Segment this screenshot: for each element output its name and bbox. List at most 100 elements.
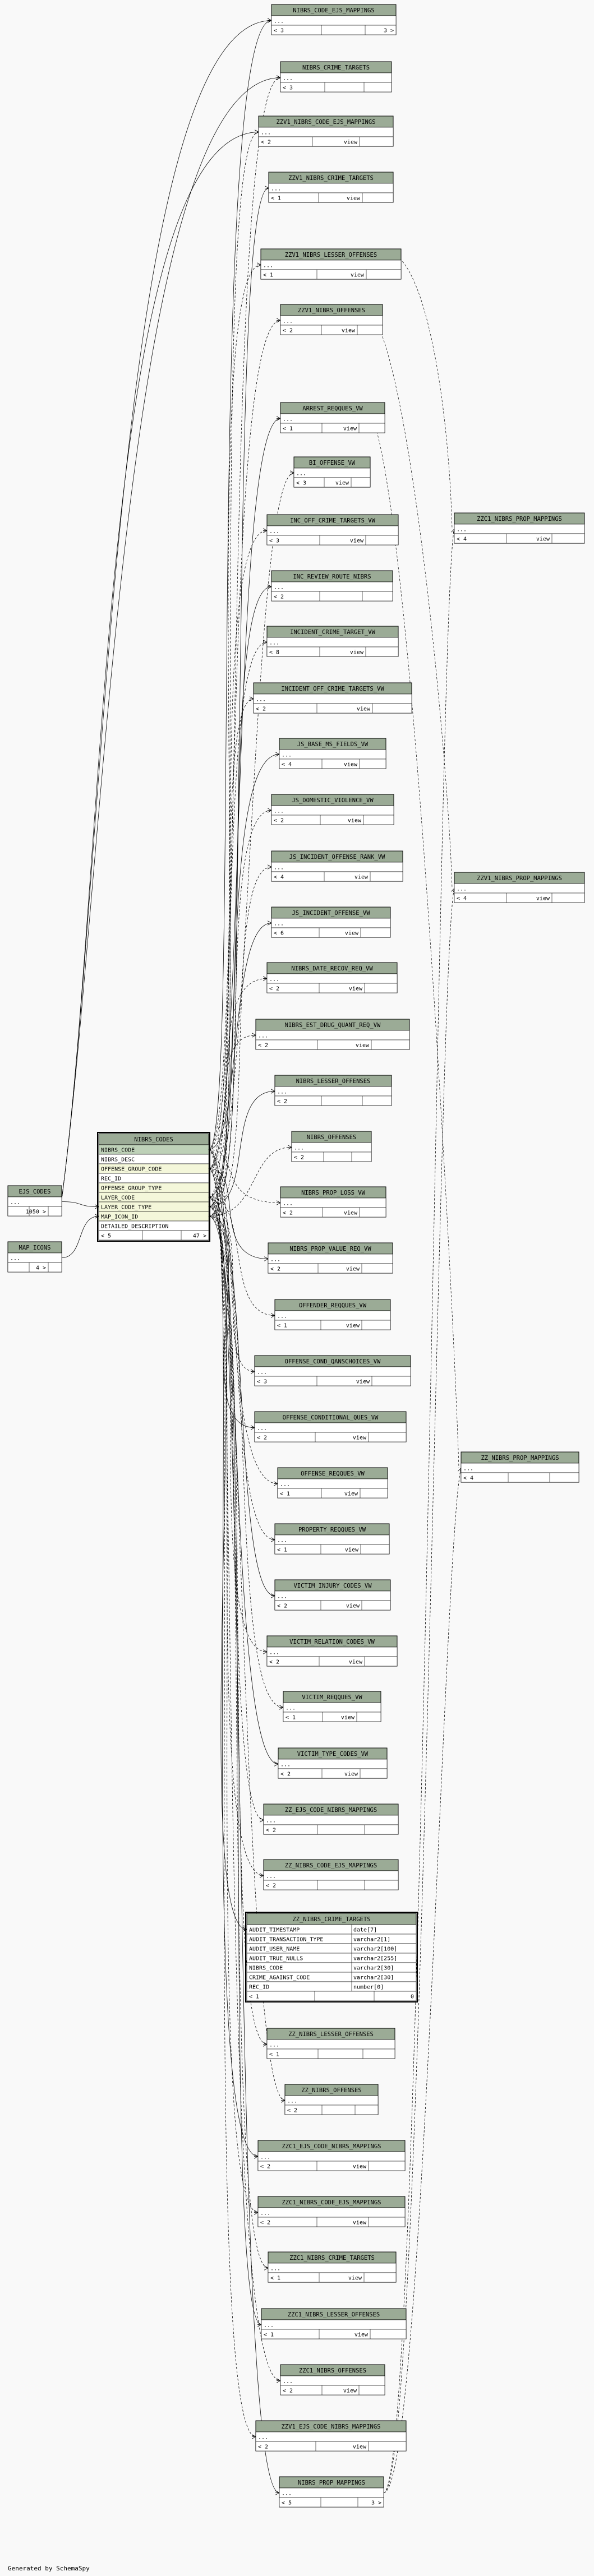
column-name: ... xyxy=(10,1256,20,1262)
column-row xyxy=(263,1870,399,1881)
view-flag: view xyxy=(356,1043,370,1049)
table-footer xyxy=(268,2272,397,2283)
table-zz-ejs-code-nibrs-mappings[interactable]: ZZ_EJS_CODE_NIBRS_MAPPINGS...< 2 xyxy=(263,1803,399,1835)
column-row xyxy=(280,315,383,326)
parent-count: < 2 xyxy=(274,594,284,600)
table-name: NIBRS_DATE_RECOV_REQ_VW xyxy=(291,965,373,972)
table-footer xyxy=(255,2441,407,2452)
column-name: ... xyxy=(282,2491,292,2497)
view-flag: view xyxy=(346,1266,360,1273)
relationship-edge xyxy=(208,419,280,1169)
column-type: varchar2[30] xyxy=(353,1975,394,1981)
table-nibrs-offenses[interactable]: NIBRS_OFFENSES...< 2 xyxy=(291,1131,372,1162)
column-row xyxy=(274,1590,391,1601)
column-type: varchar2[100] xyxy=(353,1946,397,1953)
table-footer xyxy=(283,1712,381,1722)
table-inc-review-route-nibrs[interactable]: INC_REVIEW_ROUTE_NIBRS...< 2 xyxy=(271,570,393,602)
column-name: ... xyxy=(261,130,271,136)
parent-count: < 1 xyxy=(277,1323,287,1329)
table-name: OFFENSE_COND_QANSCHOICES_VW xyxy=(285,1358,381,1365)
column-name: ... xyxy=(270,2266,280,2272)
column-name: ... xyxy=(282,752,292,759)
table-nibrs-crime-targets[interactable]: NIBRS_CRIME_TARGETS...< 3 xyxy=(280,61,392,93)
table-footer xyxy=(280,2385,385,2395)
column-name: ... xyxy=(257,1370,267,1376)
table-name: ZZC1_NIBRS_CODE_EJS_MAPPINGS xyxy=(282,2199,381,2206)
table-name: ZZ_NIBRS_CODE_EJS_MAPPINGS xyxy=(285,1862,377,1869)
column-name: ... xyxy=(463,1466,473,1472)
table-footer xyxy=(454,892,585,903)
column-name: ... xyxy=(283,318,293,325)
column-name: ... xyxy=(10,1200,20,1206)
table-nibrs-codes[interactable]: NIBRS_CODESNIBRS_CODENIBRS_DESCOFFENSE_G… xyxy=(97,1132,210,1242)
table-zz-nibrs-lesser-offenses[interactable]: ZZ_NIBRS_LESSER_OFFENSES...< 1 xyxy=(266,2028,395,2059)
table-zz-nibrs-code-ejs-mappings[interactable]: ZZ_NIBRS_CODE_EJS_MAPPINGS...< 2 xyxy=(263,1859,399,1890)
relationship-edge xyxy=(378,251,453,529)
table-map-icons[interactable]: MAP_ICONS...4 > xyxy=(7,1241,62,1273)
view-flag: view xyxy=(350,650,364,656)
column-name: ... xyxy=(274,865,284,871)
table-zz-nibrs-offenses[interactable]: ZZ_NIBRS_OFFENSES...< 2 xyxy=(284,2084,379,2115)
table-zz-nibrs-prop-mappings[interactable]: ZZ_NIBRS_PROP_MAPPINGS...< 4 xyxy=(461,1451,579,1483)
column-name: ... xyxy=(263,263,273,269)
column-name: ... xyxy=(260,2210,270,2217)
table-footer xyxy=(257,2217,406,2227)
column-name: ... xyxy=(296,471,306,477)
view-flag: view xyxy=(344,762,358,768)
table-highlight-frame xyxy=(97,1132,210,1242)
parent-count: < 2 xyxy=(269,1659,279,1666)
child-count: 47 > xyxy=(193,1233,206,1240)
relationship-edge xyxy=(208,1168,256,2437)
column-name: ... xyxy=(264,2323,274,2329)
parent-count: < 3 xyxy=(283,85,293,91)
parent-count: < 2 xyxy=(257,1435,267,1441)
column-name: ... xyxy=(274,921,284,927)
column-row xyxy=(454,883,585,894)
view-flag: view xyxy=(353,2164,367,2170)
relationship-edge xyxy=(208,923,271,1150)
table-nibrs-lesser-offenses[interactable]: NIBRS_LESSER_OFFENSES...< 2 xyxy=(274,1075,392,1106)
relationship-edge xyxy=(208,587,271,1217)
table-ejs-codes[interactable]: EJS_CODES...1050 > xyxy=(7,1185,62,1217)
table-name: ZZC1_NIBRS_PROP_MAPPINGS xyxy=(477,516,562,522)
column-name: AUDIT_TRUE_NULLS xyxy=(249,1956,303,1962)
column-name: ... xyxy=(277,1089,287,1095)
